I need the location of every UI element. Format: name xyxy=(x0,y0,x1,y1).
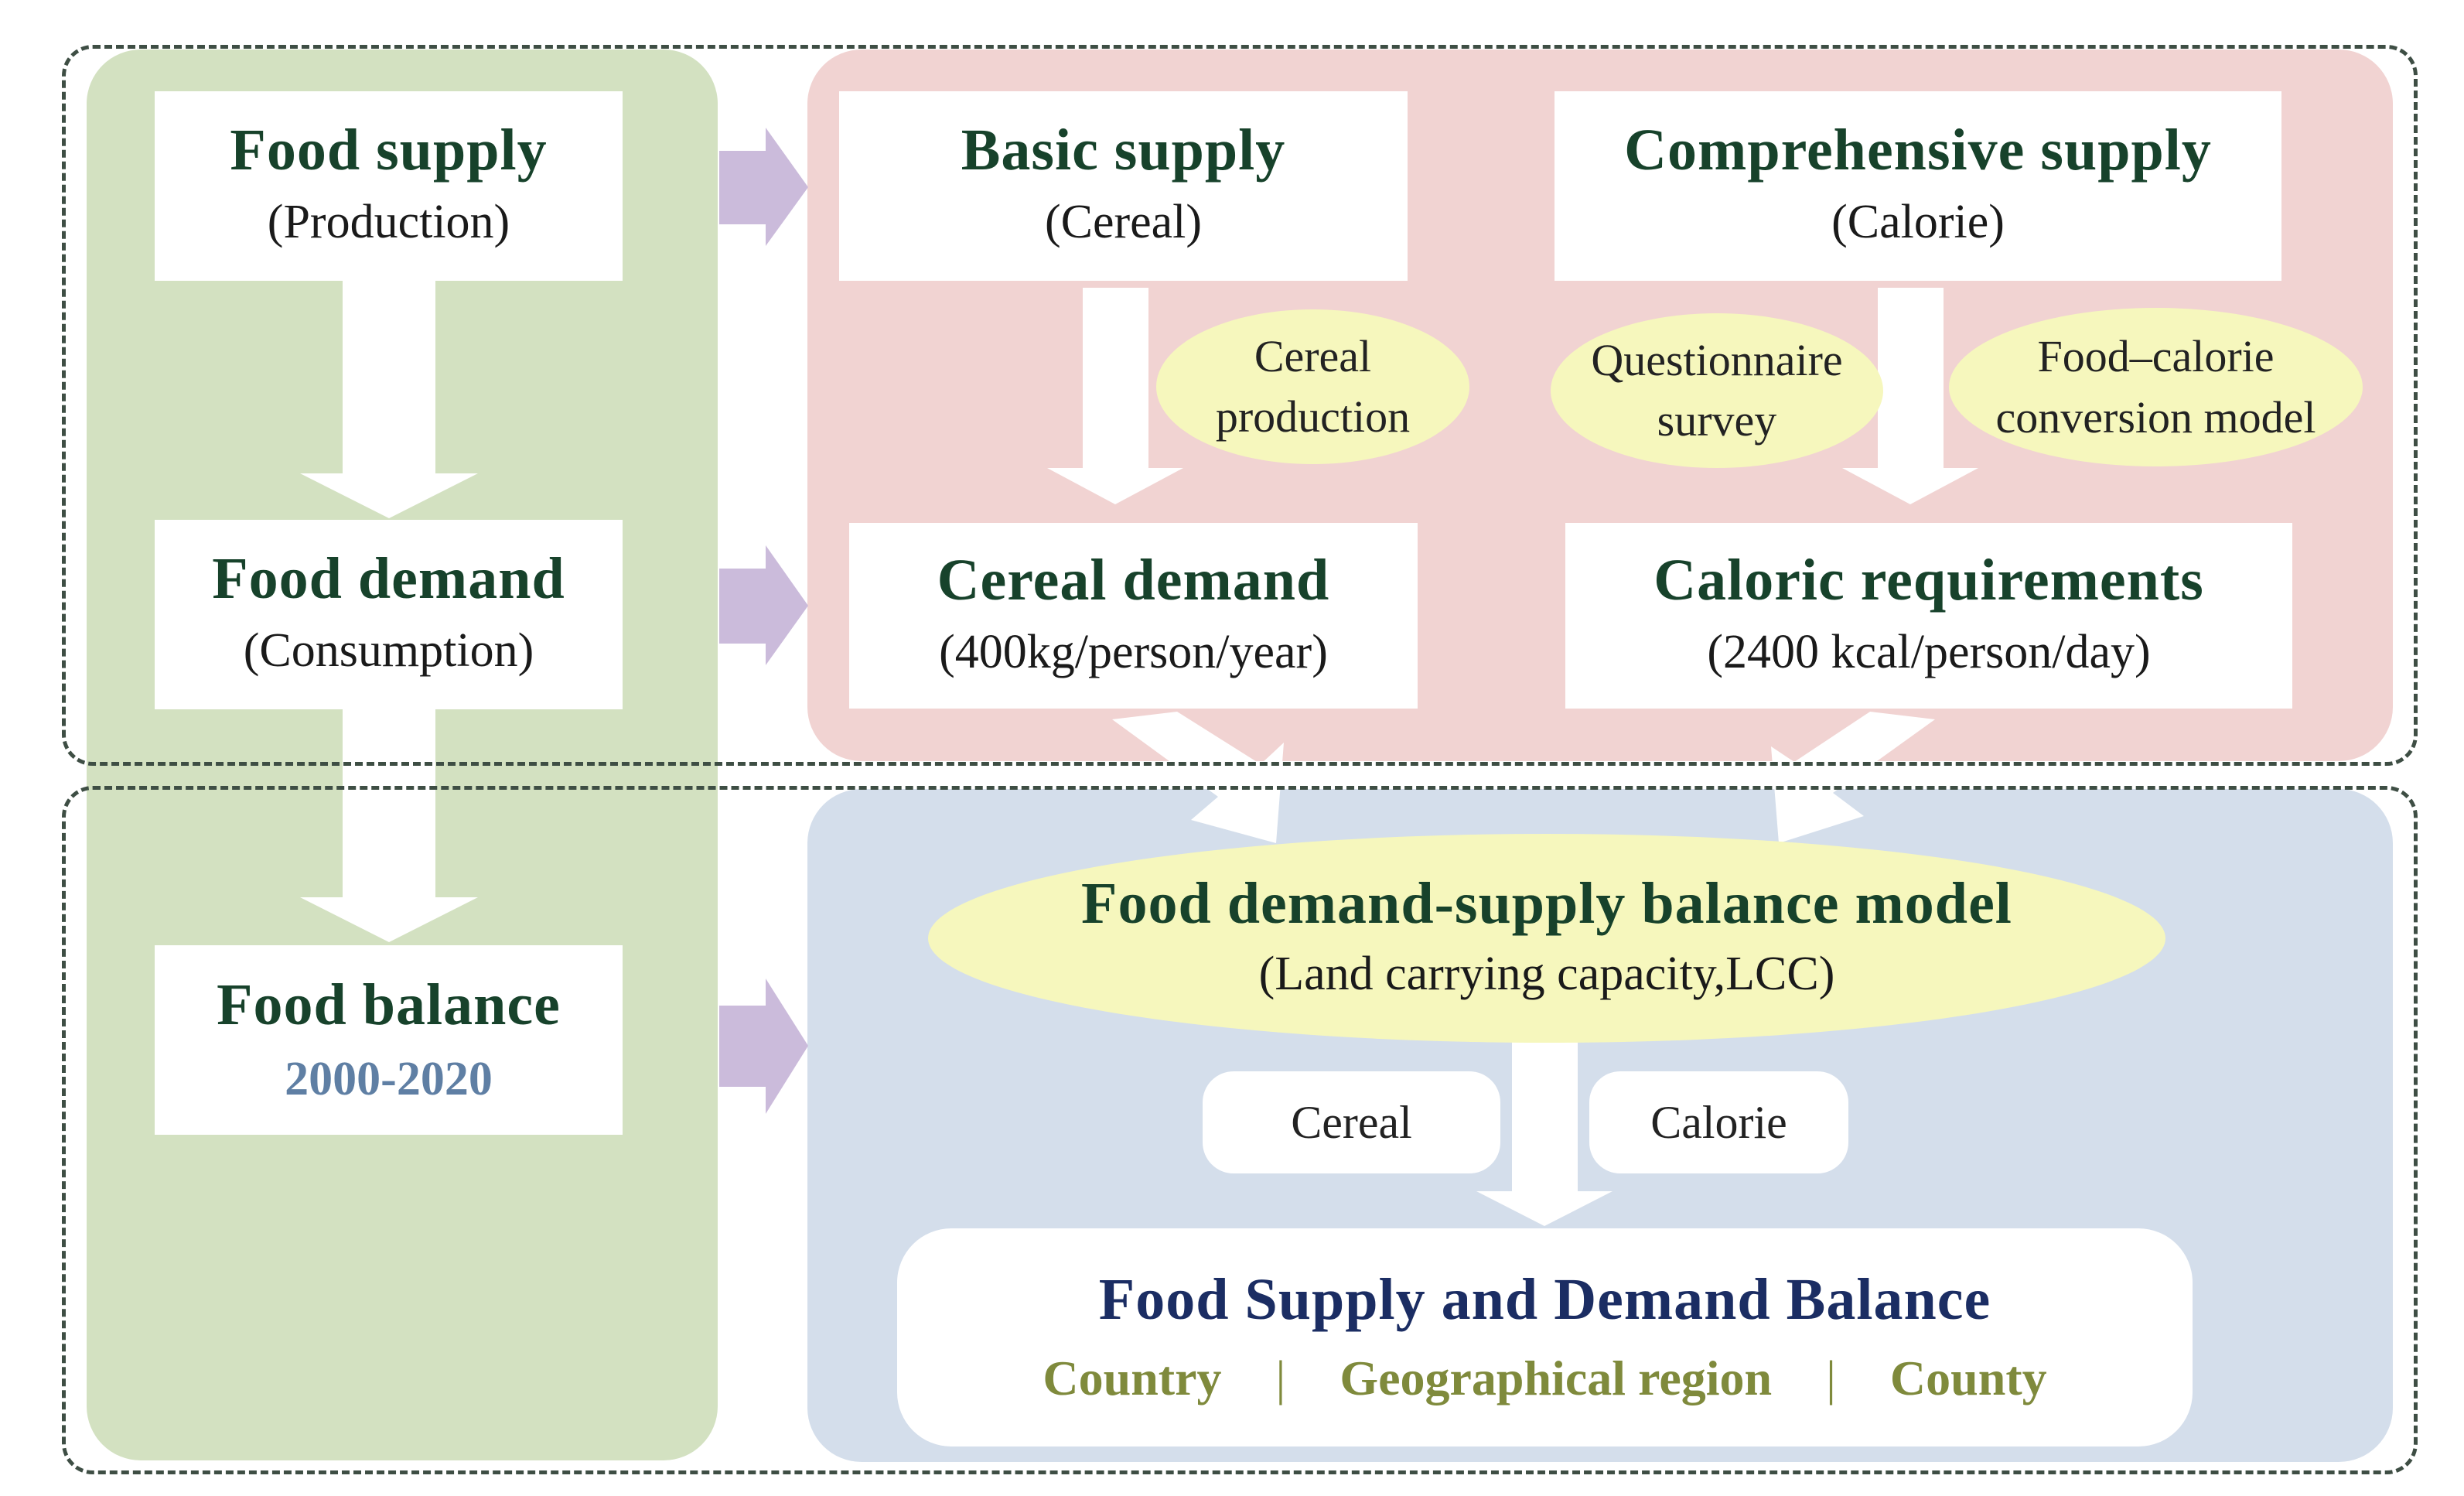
purple-arrow-demand xyxy=(719,545,808,665)
region-separator: | xyxy=(1275,1350,1286,1405)
questionnaire-survey-ellipse: Questionnaire survey xyxy=(1551,313,1883,468)
food-calorie-line2: conversion model xyxy=(1995,391,2316,442)
food-supply-box: Food supply (Production) xyxy=(155,91,623,281)
cereal-demand-sub: (400kg/person/year) xyxy=(939,625,1328,678)
purple-arrow-balance xyxy=(719,979,808,1114)
region-county: County xyxy=(1889,1350,2047,1405)
food-balance-box: Food balance 2000-2020 xyxy=(155,945,623,1135)
food-demand-sub: (Consumption) xyxy=(243,624,534,677)
basic-supply-sub: (Cereal) xyxy=(1044,196,1203,248)
balance-model-ellipse: Food demand-supply balance model (Land c… xyxy=(928,834,2165,1043)
supply-demand-balance-title: Food Supply and Demand Balance xyxy=(1098,1267,1991,1333)
cereal-production-ellipse: Cereal production xyxy=(1156,309,1469,464)
food-demand-box: Food demand (Consumption) xyxy=(155,520,623,709)
cereal-tag: Cereal xyxy=(1203,1071,1500,1173)
food-calorie-model-ellipse: Food–calorie conversion model xyxy=(1949,308,2363,466)
comprehensive-supply-title: Comprehensive supply xyxy=(1624,118,2212,183)
questionnaire-line1: Questionnaire xyxy=(1591,334,1843,385)
caloric-requirements-sub: (2400 kcal/person/day) xyxy=(1707,625,2151,678)
diagonal-arrow-calorie-model xyxy=(1771,712,1935,843)
dashed-frame-bottom xyxy=(62,786,2418,1474)
cereal-production-line2: production xyxy=(1215,391,1411,442)
cereal-demand-title: Cereal demand xyxy=(937,547,1330,613)
down-arrow-cereal xyxy=(1047,288,1183,504)
region-country: Country xyxy=(1043,1350,1222,1405)
calorie-tag: Calorie xyxy=(1589,1071,1848,1173)
supply-demand-balance-box: Food Supply and Demand Balance Country |… xyxy=(897,1228,2193,1446)
food-supply-sub: (Production) xyxy=(267,196,510,248)
questionnaire-line2: survey xyxy=(1657,395,1777,446)
food-supply-title: Food supply xyxy=(230,118,548,183)
comprehensive-supply-sub: (Calorie) xyxy=(1831,196,2005,248)
diagonal-arrow-cereal-model xyxy=(1112,712,1284,843)
down-arrow-model-balance xyxy=(1476,1037,1613,1226)
balance-model-title: Food demand-supply balance model xyxy=(1081,870,2012,936)
down-arrow-calorie xyxy=(1842,288,1978,504)
region-separator: | xyxy=(1826,1350,1836,1405)
dashed-frame-top xyxy=(62,45,2418,766)
basic-supply-box: Basic supply (Cereal) xyxy=(839,91,1408,281)
region-geographical: Geographical region xyxy=(1340,1350,1773,1405)
region-list: Country | Geographical region | County xyxy=(1043,1350,2046,1407)
food-demand-title: Food demand xyxy=(212,546,565,612)
food-balance-title: Food balance xyxy=(217,972,561,1038)
caloric-requirements-title: Caloric requirements xyxy=(1653,547,2204,613)
balance-model-sub: (Land carrying capacity,LCC) xyxy=(1258,947,1835,1000)
cereal-production-line1: Cereal xyxy=(1254,330,1372,381)
purple-arrow-supply xyxy=(719,128,808,246)
comprehensive-supply-box: Comprehensive supply (Calorie) xyxy=(1555,91,2281,281)
caloric-requirements-box: Caloric requirements (2400 kcal/person/d… xyxy=(1565,523,2292,709)
food-balance-years: 2000-2020 xyxy=(285,1052,493,1105)
down-arrow-supply-demand xyxy=(300,278,478,518)
basic-supply-title: Basic supply xyxy=(961,118,1286,183)
food-calorie-line1: Food–calorie xyxy=(2037,331,2275,382)
cereal-demand-box: Cereal demand (400kg/person/year) xyxy=(849,523,1418,709)
